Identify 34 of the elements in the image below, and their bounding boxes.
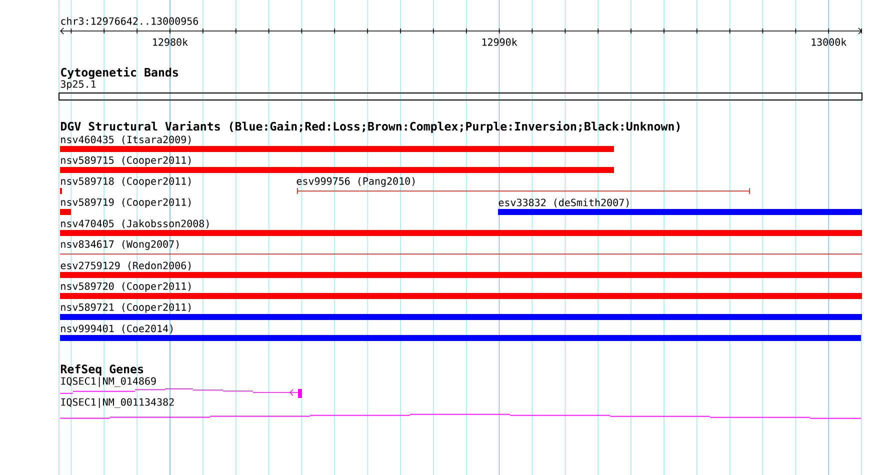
node-label: esv2759129 (Redon2006) — [60, 262, 191, 270]
variant-feature: nsv999401 (Coe2014) — [60, 324, 861, 341]
node-label: nsv589721 (Cooper2011) — [61, 303, 191, 313]
node-label: nsv589719 (Cooper2011) — [61, 198, 191, 208]
node-label: nsv460435 (Itsara2009) — [61, 136, 191, 144]
variant-feature: nsv589719 (Cooper2011) — [60, 198, 191, 215]
track-heading: Cytogenetic Bands — [61, 67, 178, 79]
position-label: chr3:12976642..13000956 — [61, 17, 198, 25]
track-heading: DGV Structural Variants (Blue:Gain;Red:Loss;Brown:Complex;Purple:Inversion;Black:Unknown) — [61, 121, 680, 133]
variant-feature: nsv460435 (Itsara2009) — [60, 136, 614, 152]
track-heading: RefSeq Genes — [60, 364, 144, 376]
node-label: nsv589715 (Cooper2011) — [61, 156, 191, 166]
node-label: nsv470405 (Jakobsson2008) — [61, 220, 209, 228]
node-label: nsv589720 (Cooper2011) — [61, 282, 191, 292]
variant-feature: nsv834617 (Wong2007) — [60, 240, 862, 254]
tick-label: 12980k — [153, 38, 188, 46]
variant-feature: esv2759129 (Redon2006) — [60, 262, 862, 278]
variant-feature: esv999756 (Pang2010) — [296, 177, 750, 194]
gene-feature: IQSEC1|NM_001134382 — [60, 398, 862, 419]
variant-feature: nsv589720 (Cooper2011) — [60, 282, 862, 299]
variant-feature: nsv589715 (Cooper2011) — [60, 156, 614, 173]
gene-feature: IQSEC1|NM_014869 — [60, 377, 302, 398]
node-label: 3p25.1 — [60, 80, 96, 90]
node-label: nsv999401 (Coe2014) — [61, 324, 172, 334]
node-label: nsv589718 (Cooper2011) — [61, 177, 191, 187]
tick-label: 12990k — [482, 38, 518, 46]
cytoband-feature: 3p25.1 — [58, 80, 862, 100]
variant-feature: nsv470405 (Jakobsson2008) — [60, 220, 862, 236]
variant-feature: esv33832 (deSmith2007) — [498, 198, 862, 215]
tick-label: 13000k — [812, 38, 847, 46]
variant-feature: nsv589721 (Cooper2011) — [60, 303, 862, 320]
node-label: IQSEC1|NM_014869 — [61, 376, 156, 387]
variant-feature: nsv589718 (Cooper2011) — [60, 177, 191, 194]
node-label: esv33832 (deSmith2007) — [498, 198, 629, 208]
